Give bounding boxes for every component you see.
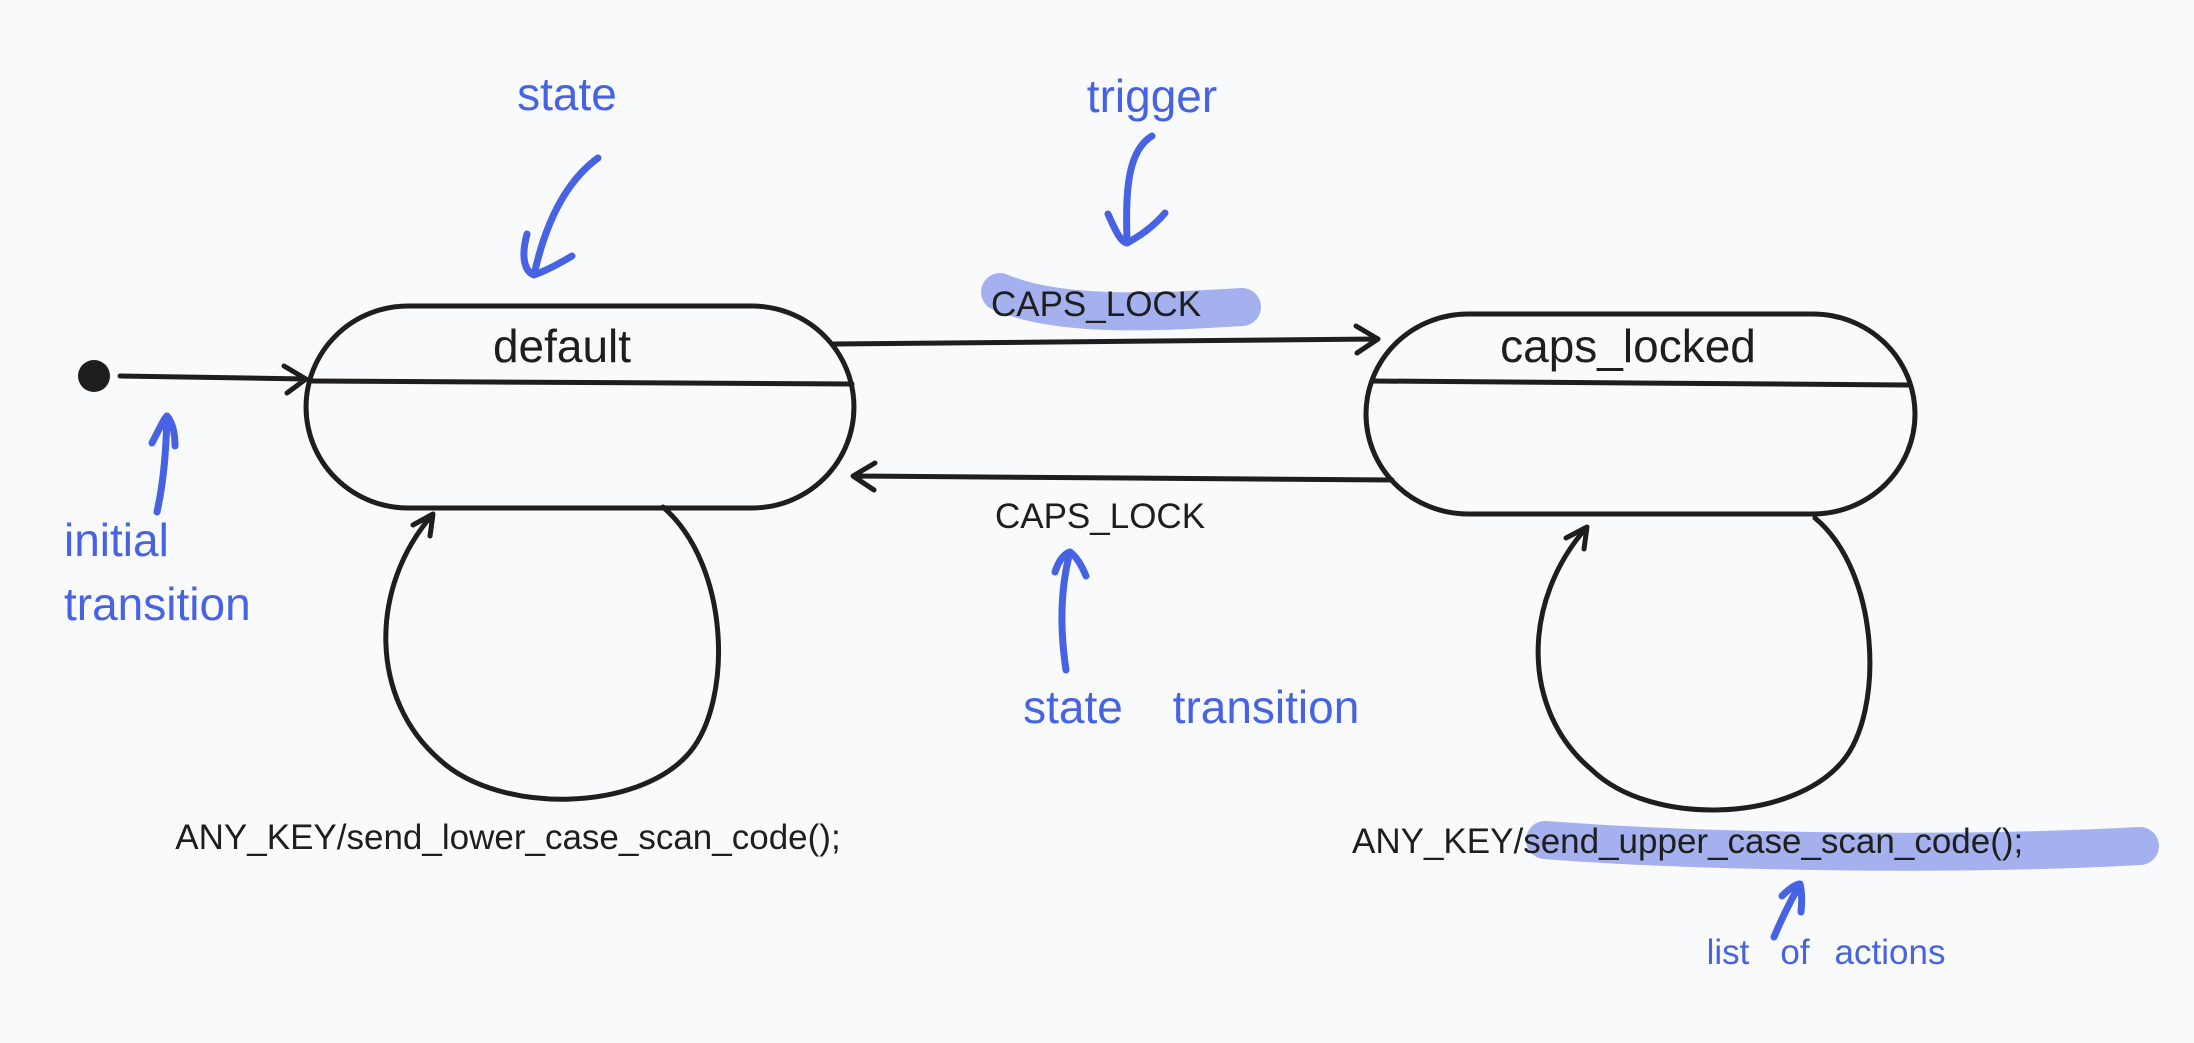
annotation-initial-line2: transition [64,578,251,630]
annotation-state-label: state [517,68,617,120]
annotation-list-word1: list [1707,933,1750,972]
self-transition-caps-loop[interactable] [1535,515,1873,813]
state-default[interactable]: default [303,303,857,511]
transition-to-default-label: CAPS_LOCK [995,497,1205,536]
annotation-state-transition-word1: state [1023,681,1123,733]
self-transition-default-label: ANY_KEY/send_lower_case_scan_code(); [175,818,840,857]
trigger-highlight [981,273,1261,331]
annotation-state-transition-word2: transition [1173,681,1360,733]
state-default-divider [307,378,855,387]
state-default-name: default [493,320,631,372]
annotation-state-arrow [520,154,602,279]
self-transition-caps-label: ANY_KEY/send_upper_case_scan_code(); [1352,822,2023,861]
transition-to-caps-label: CAPS_LOCK [991,285,1201,324]
annotation-list-word2: of [1780,933,1809,972]
transition-to-default-arrow[interactable] [850,460,1395,493]
state-caps-locked-divider [1369,378,1913,388]
state-default-shape [303,303,857,511]
annotation-state-transition-arrow [1051,548,1090,674]
state-caps-locked[interactable]: caps_locked [1363,311,1918,517]
self-transition-default-loop[interactable] [383,504,721,802]
actions-highlight [1526,821,2159,871]
annotation-trigger-label: trigger [1087,70,1217,122]
annotation-initial-arrow [148,412,179,516]
initial-transition-arrow [117,363,309,396]
annotation-initial-line1: initial [64,514,169,566]
annotation-trigger-arrow [1104,132,1169,247]
initial-state-dot [78,360,110,392]
state-caps-locked-name: caps_locked [1500,320,1756,372]
transition-to-caps-arrow[interactable] [831,323,1381,356]
annotation-list-word3: actions [1835,933,1946,972]
annotation-list-arrow [1770,880,1806,941]
state-caps-locked-shape [1363,311,1918,517]
